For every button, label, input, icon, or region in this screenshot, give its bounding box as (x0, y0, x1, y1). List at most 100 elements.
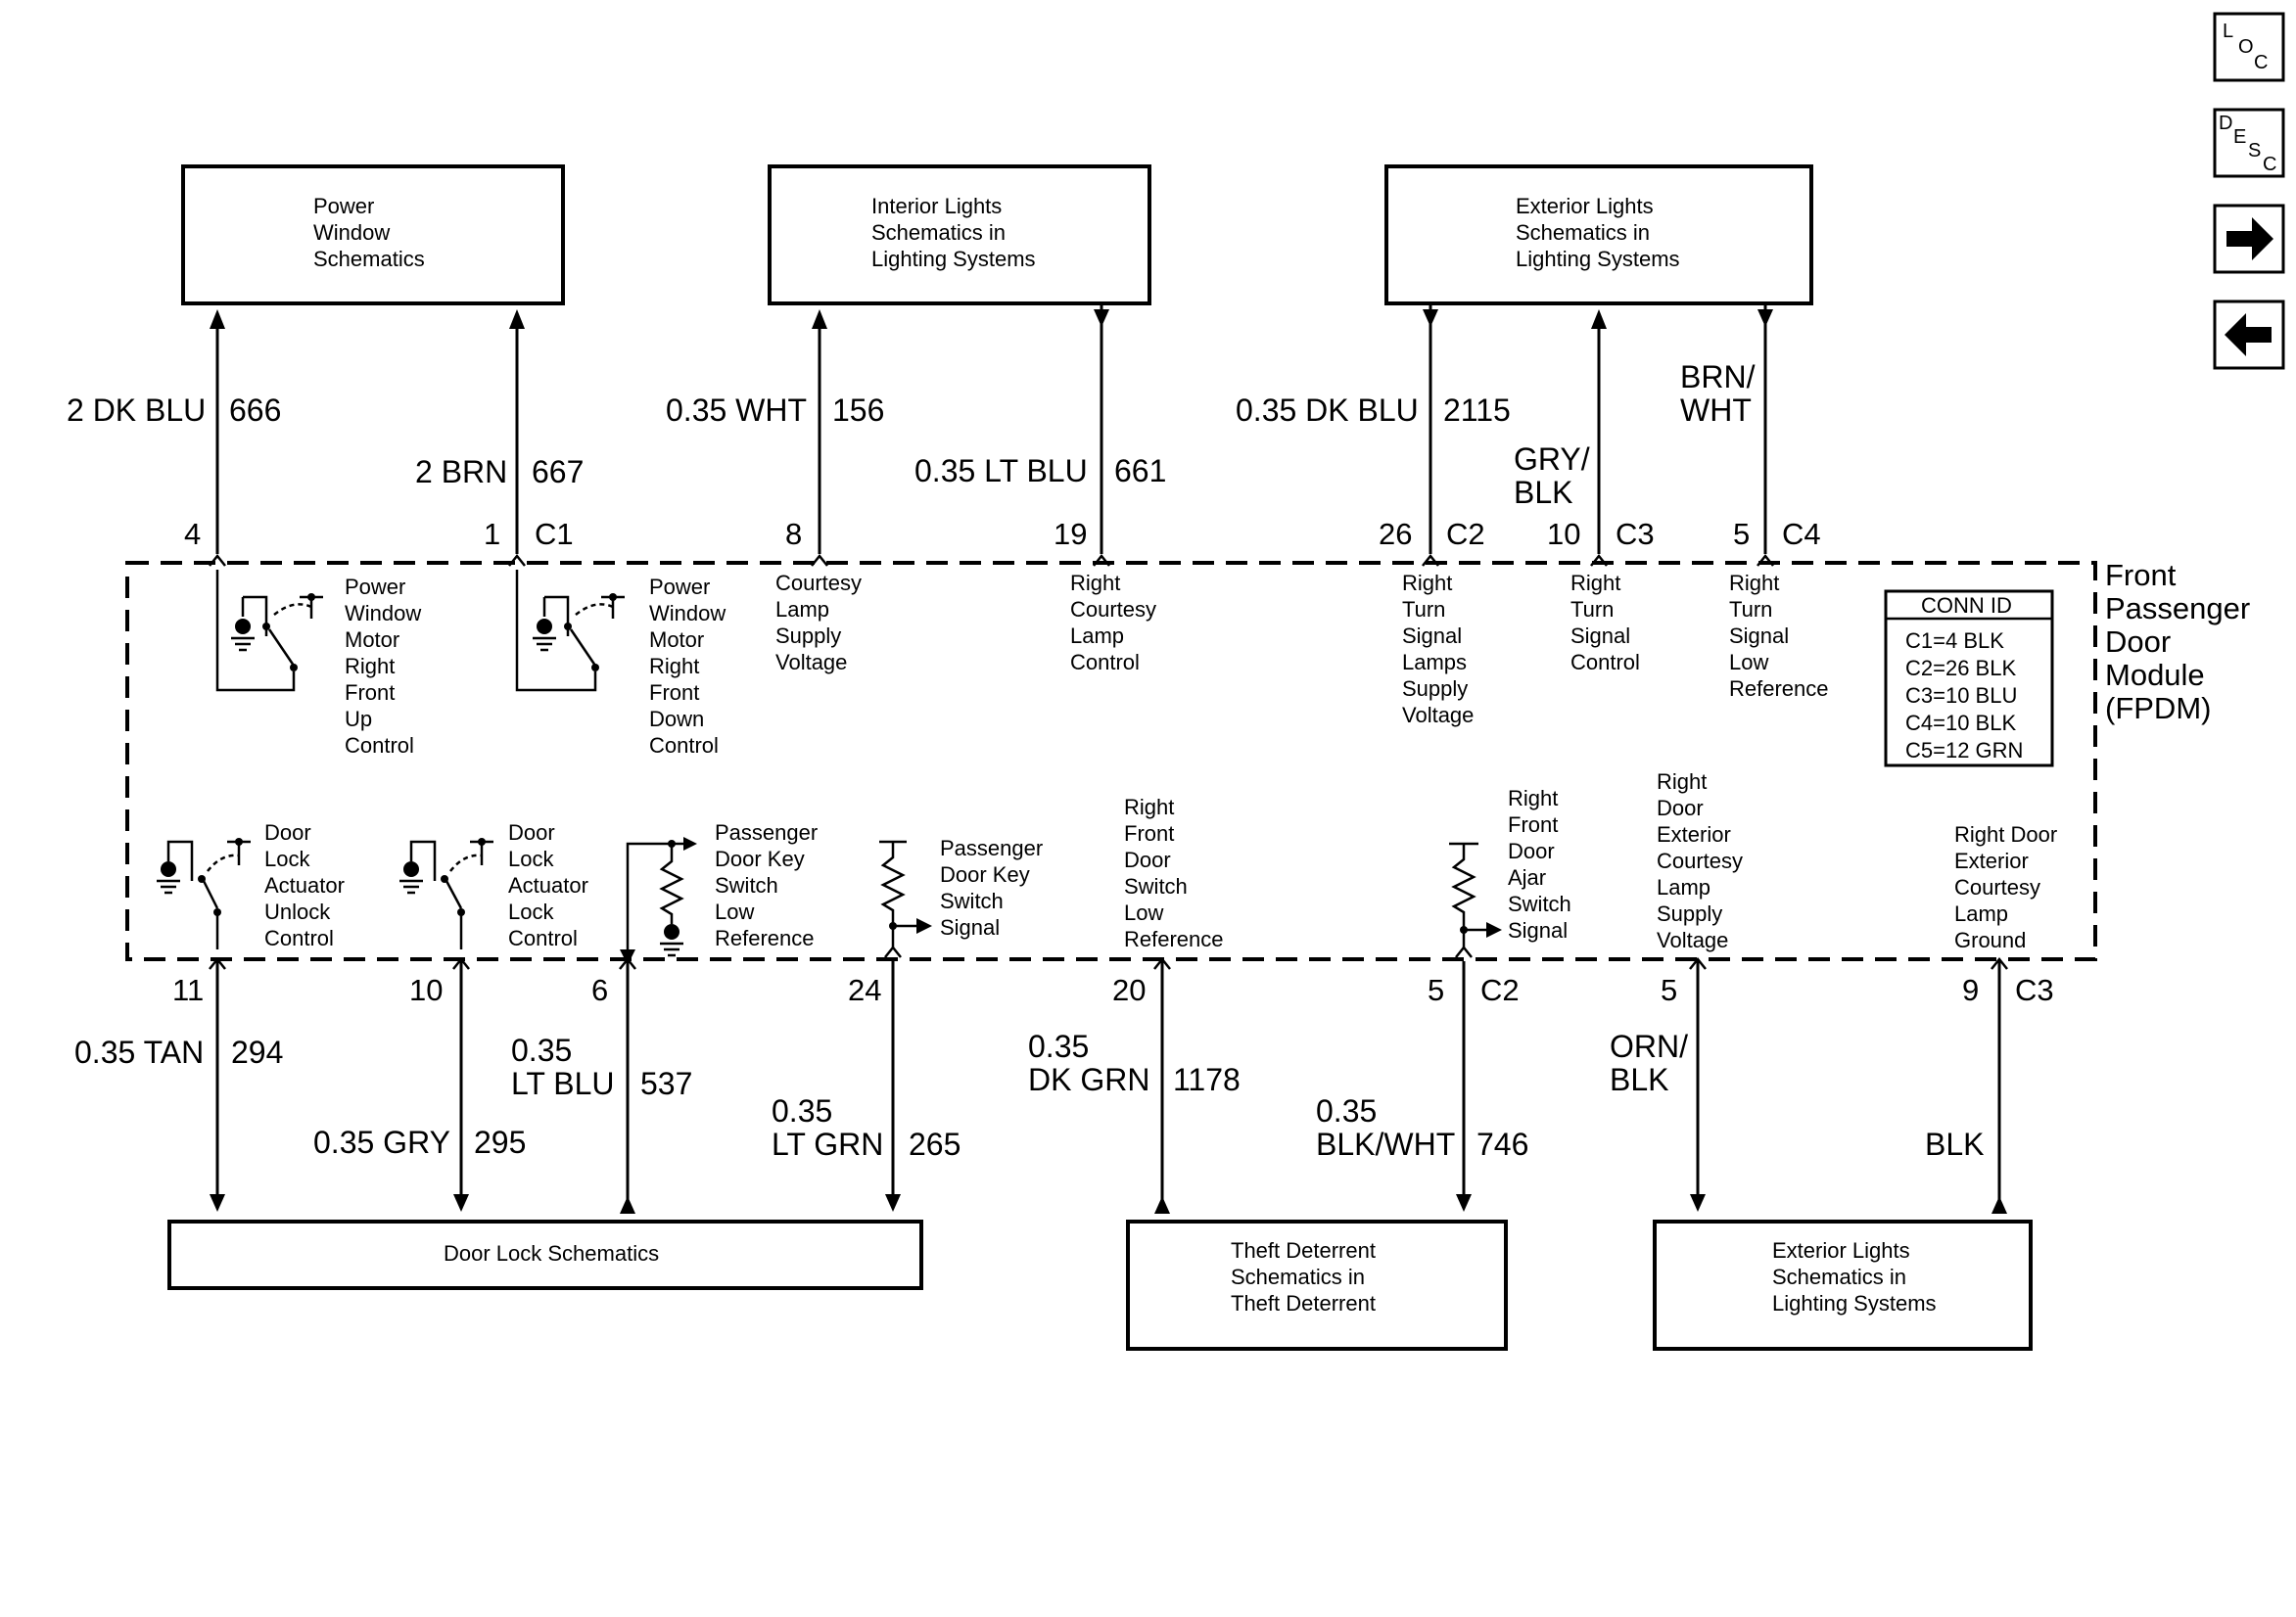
loc-button[interactable]: L O C (2213, 12, 2285, 82)
desc-line: Lamp (1070, 624, 1124, 648)
desc-line: Switch (940, 889, 1004, 913)
pin-number: 20 (1112, 973, 1146, 1007)
desc-button[interactable]: D E S C (2213, 108, 2285, 178)
pin-number: 4 (184, 517, 201, 551)
desc-letter: C (2263, 154, 2276, 175)
pin-number: 6 (591, 973, 608, 1007)
box-line: Schematics in (871, 220, 1006, 245)
wire-color-label: 0.35 (772, 1093, 832, 1129)
theft-deterrent-box[interactable]: Theft Deterrent Schematics in Theft Dete… (1126, 1220, 1508, 1351)
desc-line: Supply (1657, 901, 1722, 926)
door-ajar-switch-symbol (1449, 842, 1502, 958)
desc-line: Low (1729, 650, 1768, 674)
wire-circuit-label: 2115 (1443, 393, 1511, 428)
desc-line: Front (345, 680, 395, 705)
bottom-desc-door-switch-low-ref: Right Front Door Switch Low Reference (1124, 795, 1224, 951)
key-switch-signal-symbol (879, 840, 932, 958)
conn-id-table: CONN ID C1=4 BLK C2=26 BLK C3=10 BLU C4=… (1884, 589, 2054, 767)
loc-letter: O (2238, 36, 2254, 58)
top-wire-gry-blk: GRY/ BLK 10 C3 (1514, 309, 1655, 567)
pin-number: 1 (484, 517, 500, 551)
door-lock-schematics-box[interactable]: Door Lock Schematics (167, 1220, 923, 1290)
conn-id-title: CONN ID (1921, 593, 2012, 618)
wire-color-label: GRY/ (1514, 441, 1590, 477)
connector-id: C1 (535, 517, 574, 551)
pin-number: 5 (1661, 973, 1677, 1007)
next-button[interactable] (2213, 204, 2285, 274)
desc-line: Lamps (1402, 650, 1467, 674)
desc-line: Signal (940, 915, 1000, 940)
box-line: Theft Deterrent (1231, 1291, 1376, 1316)
wire-color-label: 0.35 DK BLU (1236, 393, 1419, 428)
desc-line: Ajar (1508, 865, 1546, 890)
desc-line: Signal (1729, 624, 1789, 648)
bottom-desc-exterior-ground: Right Door Exterior Courtesy Lamp Ground (1954, 822, 2057, 952)
power-window-up-switch-symbol (215, 570, 323, 692)
box-line: Theft Deterrent (1231, 1238, 1376, 1263)
wire-color-label: BLK/WHT (1316, 1127, 1455, 1162)
top-desc-turn-supply: Right Turn Signal Lamps Supply Voltage (1402, 571, 1474, 727)
desc-letter: D (2219, 113, 2232, 134)
conn-id-row: C3=10 BLU (1905, 683, 2017, 708)
desc-line: Door Key (940, 862, 1030, 887)
wire-color-label: 0.35 WHT (666, 393, 807, 428)
fpdm-module-boundary (125, 561, 2097, 961)
arrow-left-icon (2225, 313, 2272, 356)
desc-line: Lock (508, 847, 554, 871)
desc-line: Lock (508, 900, 554, 924)
desc-line: Right (649, 654, 699, 678)
desc-line: Supply (775, 624, 841, 648)
desc-line: Low (1124, 901, 1163, 925)
desc-line: Right (345, 654, 395, 678)
power-window-schematics-box[interactable]: Power Window Schematics (181, 164, 565, 305)
bottom-wire-746: 5 C2 0.35 BLK/WHT 746 (1316, 961, 1528, 1212)
desc-line: Ground (1954, 928, 2026, 952)
desc-line: Exterior (1954, 849, 2029, 873)
desc-line: Front (649, 680, 699, 705)
wire-color-label: 0.35 (511, 1033, 572, 1068)
wire-color-label: WHT (1680, 393, 1752, 428)
desc-line: Passenger (940, 836, 1043, 860)
desc-line: Signal (1570, 624, 1630, 648)
pin-number: 8 (785, 517, 802, 551)
wire-circuit-label: 666 (229, 393, 281, 428)
wire-color-label: BLK (1514, 475, 1572, 510)
interior-lights-box[interactable]: Interior Lights Schematics in Lighting S… (768, 164, 1151, 305)
desc-line: Low (715, 900, 754, 924)
arrow-right-icon (2226, 217, 2273, 260)
desc-line: Power (345, 575, 405, 599)
desc-letter: S (2248, 140, 2261, 162)
desc-line: Control (345, 733, 414, 758)
desc-line: Window (345, 601, 421, 625)
conn-id-row: C1=4 BLK (1905, 628, 2004, 653)
desc-line: Signal (1508, 918, 1568, 943)
desc-line: Front (1508, 812, 1558, 837)
pin-number: 9 (1962, 973, 1979, 1007)
desc-line: Door (1124, 848, 1171, 872)
desc-line: Unlock (264, 900, 331, 924)
desc-line: Right (1657, 769, 1707, 794)
desc-line: Signal (1402, 624, 1462, 648)
bottom-desc-exterior-supply: Right Door Exterior Courtesy Lamp Supply… (1657, 769, 1743, 952)
exterior-lights-box-bottom[interactable]: Exterior Lights Schematics in Lighting S… (1653, 1220, 2033, 1351)
box-line: Exterior Lights (1516, 194, 1654, 218)
desc-line: Courtesy (1954, 875, 2040, 900)
desc-line: Courtesy (1070, 597, 1156, 622)
wire-circuit-label: 1178 (1173, 1062, 1241, 1097)
desc-line: Right (1402, 571, 1452, 595)
box-line: Window (313, 220, 390, 245)
desc-line: Switch (1508, 892, 1571, 916)
prev-button[interactable] (2213, 300, 2285, 370)
desc-line: Control (264, 926, 334, 950)
top-desc-pw-down: Power Window Motor Right Front Down Cont… (649, 575, 726, 758)
pin-number: 5 (1733, 517, 1750, 551)
bottom-wire-blk: 9 C3 BLK (1925, 956, 2054, 1214)
desc-line: Control (1570, 650, 1640, 674)
bottom-desc-door-ajar: Right Front Door Ajar Switch Signal (1508, 786, 1571, 943)
desc-line: Switch (1124, 874, 1188, 899)
wire-color-label: BLK (1925, 1127, 1984, 1162)
wire-color-label: 2 DK BLU (67, 393, 206, 428)
exterior-lights-box-top[interactable]: Exterior Lights Schematics in Lighting S… (1384, 164, 1813, 305)
box-line: Exterior Lights (1772, 1238, 1910, 1263)
wire-circuit-label: 295 (474, 1125, 526, 1160)
